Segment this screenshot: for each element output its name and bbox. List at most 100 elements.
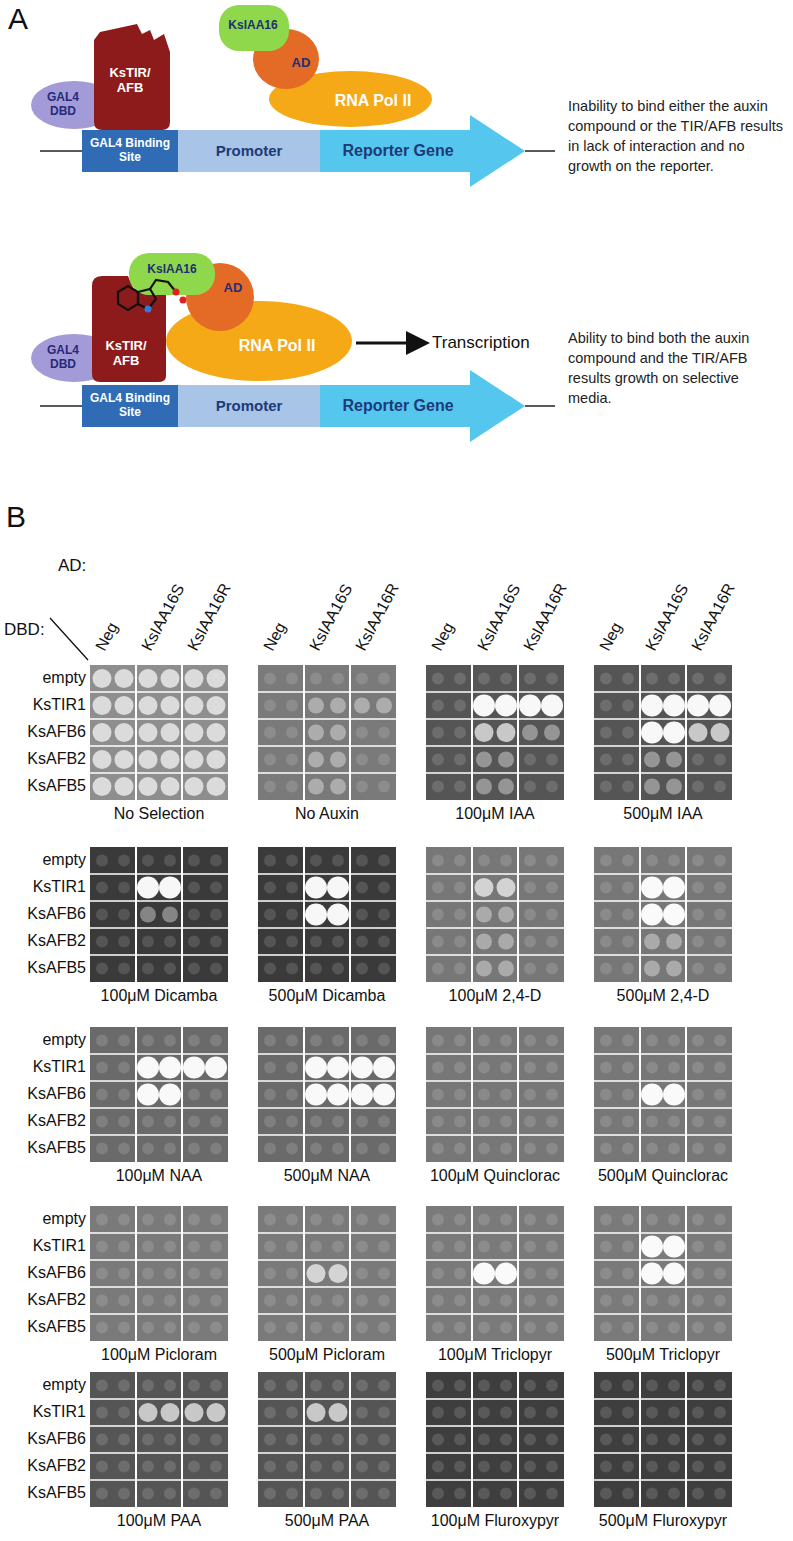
grid-line: [517, 1206, 519, 1341]
yeast-spot: [356, 909, 368, 921]
yeast-spot: [663, 722, 685, 744]
yeast-spot: [378, 963, 390, 975]
yeast-spot: [264, 1380, 276, 1392]
yeast-spot: [164, 1322, 176, 1334]
yeast-spot: [142, 1241, 154, 1253]
grid-line: [594, 691, 732, 693]
yeast-spot: [332, 855, 344, 867]
row-label: KsTIR1: [0, 877, 86, 897]
receptor-shape: KsTIR/ AFB: [92, 22, 172, 132]
yeast-spot: [622, 1143, 634, 1155]
yeast-spot: [139, 696, 158, 715]
grid-line: [426, 1080, 564, 1082]
grid-line: [90, 1452, 228, 1454]
grid-line: [135, 1372, 137, 1507]
yeast-spot: [142, 963, 154, 975]
yeast-spot: [373, 1057, 395, 1079]
yeast-spot: [668, 1035, 680, 1047]
yeast-spot: [286, 1143, 298, 1155]
yeast-spot: [161, 777, 180, 796]
yeast-spot: [210, 1434, 222, 1446]
row-label: KsAFB2: [0, 1111, 86, 1131]
node-label: Promoter: [216, 142, 283, 159]
grid-line: [594, 1452, 732, 1454]
yeast-spot: [378, 882, 390, 894]
condition-caption: 100μM Fluroxypyr: [406, 1511, 584, 1531]
yeast-spot: [378, 1241, 390, 1253]
yeast-spot: [330, 698, 346, 714]
grid-line: [471, 1027, 473, 1162]
column-header: KsIAA16R: [352, 580, 403, 654]
grid-line: [426, 772, 564, 774]
row-label: KsTIR1: [0, 695, 86, 715]
yeast-spot: [478, 1143, 490, 1155]
yeast-spot: [692, 1241, 704, 1253]
yeast-spot: [161, 1403, 180, 1422]
grid-line: [426, 954, 564, 956]
yeast-spot: [546, 1295, 558, 1307]
yeast-spot: [668, 1116, 680, 1128]
yeast-spot: [327, 1057, 349, 1079]
yeast-spot: [188, 909, 200, 921]
row-label: KsAFB5: [0, 1317, 86, 1337]
yeast-spot: [524, 1062, 536, 1074]
yeast-spot: [207, 723, 226, 742]
yeast-spot: [140, 907, 156, 923]
grid-line: [639, 1206, 641, 1341]
yeast-spot: [142, 1268, 154, 1280]
yeast-spot: [310, 1434, 322, 1446]
yeast-spot: [356, 1035, 368, 1047]
yeast-spot: [714, 1035, 726, 1047]
yeast-spot: [332, 1214, 344, 1226]
yeast-spot: [308, 752, 324, 768]
yeast-spot: [378, 1116, 390, 1128]
grid-line: [349, 665, 351, 800]
node-label: GAL4 DBD: [36, 91, 90, 119]
yeast-spot: [118, 855, 130, 867]
yeast-spot: [330, 725, 346, 741]
yeast-spot: [432, 1035, 444, 1047]
yeast-spot: [668, 673, 680, 685]
yeast-spot: [142, 1434, 154, 1446]
grid-line: [594, 772, 732, 774]
yeast-spot: [378, 1434, 390, 1446]
grid-line: [258, 718, 396, 720]
yeast-spot: [622, 855, 634, 867]
yeast-spot: [524, 1434, 536, 1446]
yeast-spot: [142, 1214, 154, 1226]
yeast-spot: [96, 1380, 108, 1392]
yeast-spot: [356, 1116, 368, 1128]
panel-letter: B: [6, 500, 26, 534]
yeast-spot: [478, 1380, 490, 1392]
node-label: Reporter Gene: [342, 397, 453, 415]
grid-line: [594, 1479, 732, 1481]
yeast-spot: [646, 1143, 658, 1155]
yeast-spot: [478, 1241, 490, 1253]
grid-line: [426, 1452, 564, 1454]
grid-line: [303, 1206, 305, 1341]
yeast-spot: [666, 934, 682, 950]
yeast-spot: [185, 777, 204, 796]
row-label: empty: [0, 1030, 86, 1050]
yeast-spot: [454, 754, 466, 766]
yeast-spot: [188, 1214, 200, 1226]
yeast-spot: [354, 698, 370, 714]
yeast-spot: [286, 882, 298, 894]
yeast-spot: [378, 1461, 390, 1473]
column-header: KsIAA16R: [688, 580, 739, 654]
yeast-spot: [478, 1407, 490, 1419]
yeast-spot: [473, 695, 495, 717]
yeast-spot: [142, 1116, 154, 1128]
grid-line: [90, 1232, 228, 1234]
grid-line: [181, 1206, 183, 1341]
condition-caption: 500μM Quinclorac: [574, 1166, 752, 1186]
row-label: KsAFB6: [0, 904, 86, 924]
grid-line: [349, 847, 351, 982]
yeast-spot: [185, 750, 204, 769]
yeast-spot: [546, 1143, 558, 1155]
yeast-spot: [524, 1241, 536, 1253]
grid-line: [135, 847, 137, 982]
yeast-spot: [286, 1062, 298, 1074]
node-label: Promoter: [216, 397, 283, 414]
column-header: KsIAA16S: [642, 581, 692, 654]
